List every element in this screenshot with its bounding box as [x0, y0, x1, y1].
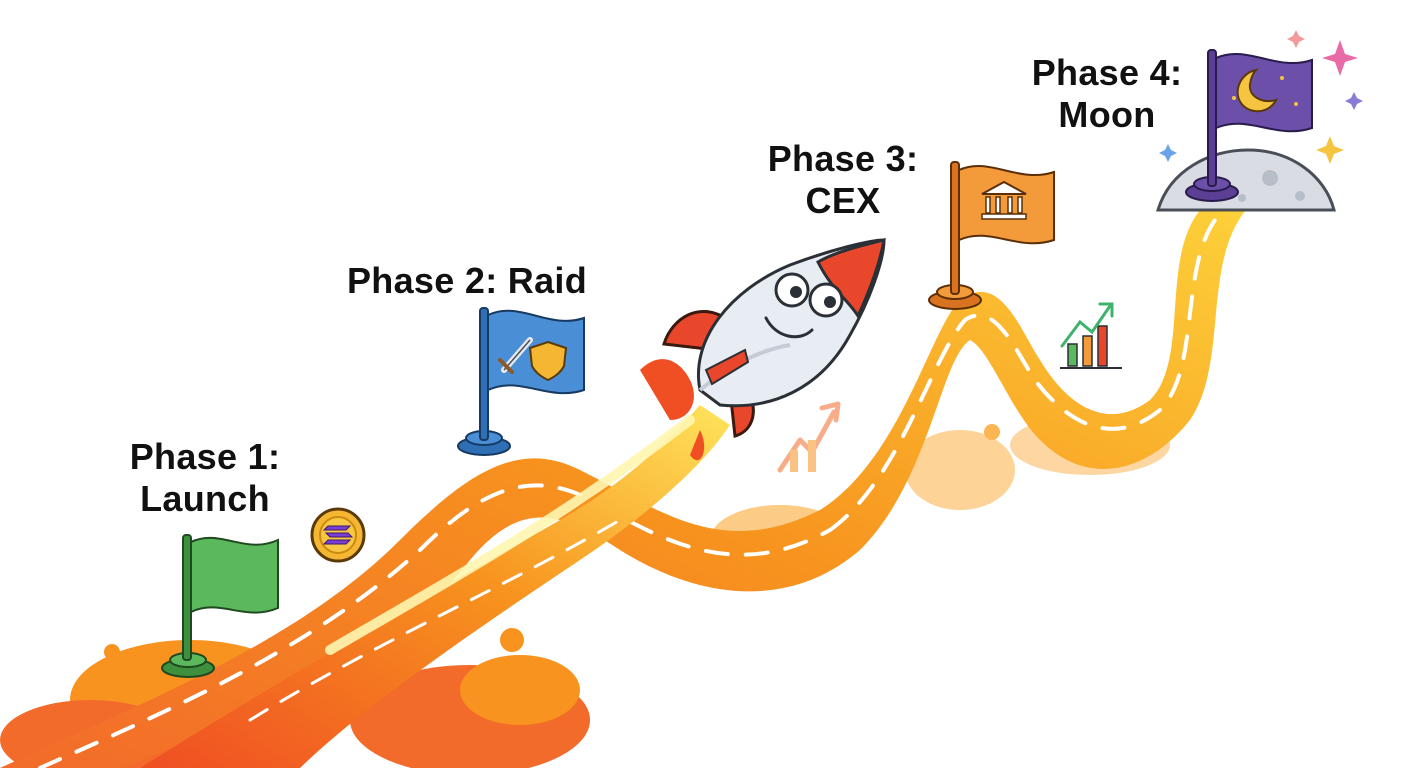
- phase2-flag: [457, 307, 585, 456]
- moon-icon: [1155, 148, 1336, 212]
- phase4-label-line1: Phase 4:: [1031, 52, 1183, 93]
- bar-chart-icon: [1060, 302, 1122, 369]
- crescent-moon-icon: [1236, 68, 1278, 113]
- phase3-flag: [928, 161, 1055, 310]
- sparkle-icons: [1159, 30, 1363, 164]
- phase3-label: Phase 3: CEX: [748, 138, 938, 222]
- bank-icon: [981, 180, 1027, 220]
- phase1-label-line1: Phase 1:: [129, 436, 281, 477]
- road: [0, 205, 1250, 768]
- trend-arrow-icon: [777, 401, 841, 473]
- phase4-label: Phase 4: Moon: [1012, 52, 1202, 136]
- phase4-label-line2: Moon: [1058, 94, 1156, 135]
- phase3-label-line1: Phase 3:: [767, 138, 919, 179]
- phase1-flag: [161, 534, 279, 678]
- coin-icon: [310, 507, 366, 563]
- phase3-label-line2: CEX: [805, 180, 881, 221]
- phase2-label-line1: Phase 2: Raid: [347, 260, 587, 301]
- rocket-icon: [662, 237, 886, 438]
- phase1-label: Phase 1: Launch: [110, 436, 300, 520]
- phase1-label-line2: Launch: [140, 478, 270, 519]
- phase4-flag: [1185, 49, 1313, 202]
- sword-icon: [498, 337, 533, 374]
- phase2-label: Phase 2: Raid: [336, 260, 598, 302]
- shield-icon: [528, 340, 568, 382]
